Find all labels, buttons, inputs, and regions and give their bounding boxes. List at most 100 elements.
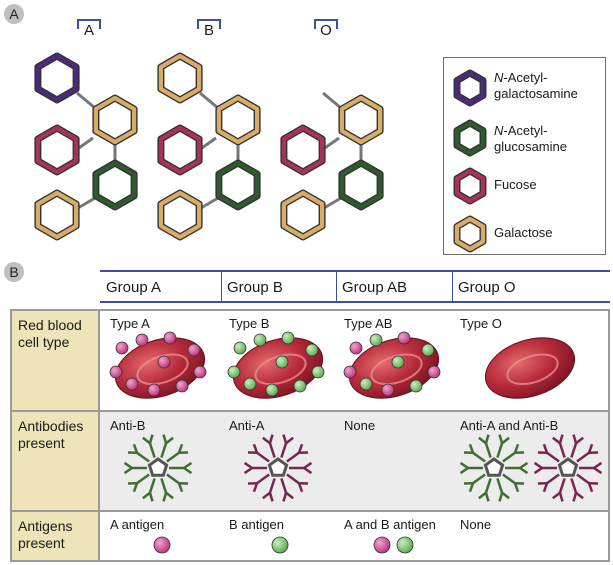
legend-label-galnac: N-Acetyl- galactosamine <box>494 70 578 102</box>
antibody-stem <box>136 451 150 463</box>
glcnac-hexagon <box>339 160 383 210</box>
group-bracket <box>314 19 338 29</box>
antibody-stem <box>472 451 486 463</box>
table-column-divider <box>98 309 100 562</box>
glycosidic-bond <box>77 196 96 210</box>
antibody-arm <box>132 482 139 493</box>
antibody-arm <box>303 461 313 470</box>
galactose-hexagon <box>158 53 202 103</box>
legend-text: -Acetyl- <box>503 123 548 138</box>
rbc-concavity <box>136 353 189 386</box>
antibody-arm <box>587 482 594 493</box>
group-label-text: O <box>320 22 332 39</box>
column-header-text: Group AB <box>342 279 408 296</box>
antibody-arm <box>513 482 520 493</box>
group-label-a: A <box>77 19 101 39</box>
antibody-arm <box>285 491 294 500</box>
galnac-legend-icon <box>454 70 486 106</box>
cell-antibodies-group-o: Anti-A and Anti-B <box>460 418 559 433</box>
glycosidic-bond <box>322 91 342 110</box>
antibody-arm <box>243 461 253 470</box>
row-header-line: Red blood <box>18 317 82 333</box>
rbc-type-o <box>484 337 576 399</box>
a-antigen-icon <box>109 365 123 379</box>
column-header-divider <box>221 272 222 301</box>
row-header-rbc: Red blood cell type <box>10 311 98 410</box>
group-label-text: A <box>83 22 94 39</box>
b-antigen-icon <box>243 377 257 391</box>
a-antigen-icon <box>135 333 149 347</box>
antibody-arm <box>519 461 529 470</box>
b-antigen-icon <box>391 355 405 369</box>
pentamer-core <box>267 457 289 477</box>
a-antigen-icon <box>115 341 129 355</box>
row-header-antigens: Antigens present <box>10 512 98 560</box>
antibody-arm <box>165 491 174 500</box>
antibody-arm <box>285 436 294 445</box>
a-antigen-icon <box>187 343 201 357</box>
antibody-stem <box>286 473 300 485</box>
antibody-stem <box>160 442 168 458</box>
group-label-b: B <box>197 19 221 39</box>
rbc-concavity <box>370 353 423 386</box>
antibody-stem <box>546 451 560 463</box>
a-antigen-icon <box>147 383 161 397</box>
antibody-arm <box>123 461 133 470</box>
a-antigen-icon <box>193 365 207 379</box>
antibody-stem <box>148 442 156 458</box>
antibody-arm <box>183 461 193 470</box>
fucose-hexagon <box>158 125 202 175</box>
pentamer-core <box>483 457 505 477</box>
fucose-hexagon <box>281 125 325 175</box>
anti-b-antibody <box>123 434 193 502</box>
legend-text-2: glucosamine <box>494 139 567 154</box>
antibody-stem <box>286 451 300 463</box>
a-antigen-icon <box>381 383 395 397</box>
antibody-arm <box>162 492 168 502</box>
legend-text-2: galactosamine <box>494 86 578 101</box>
column-header-group-b: Group B <box>221 270 336 303</box>
b-antigen-icon <box>421 343 435 357</box>
a-antigen-icon <box>427 365 441 379</box>
legend-italic: N <box>494 123 504 138</box>
legend-italic: N <box>494 70 504 85</box>
antibody-stem <box>136 473 150 485</box>
legend-label-fucose: Fucose <box>494 177 537 193</box>
column-header-divider <box>452 272 453 301</box>
column-header-group-ab: Group AB <box>336 270 452 303</box>
antibody-stem <box>570 442 578 458</box>
b-antigen-icon <box>293 379 307 393</box>
antibody-stem <box>502 451 516 463</box>
antibody-arm <box>148 492 154 502</box>
antibody-stem <box>280 478 288 494</box>
legend-swatches <box>453 69 487 253</box>
table-border-right <box>608 309 610 562</box>
antibody-arm <box>558 434 564 444</box>
glycosidic-bond <box>199 91 219 110</box>
antibody-stem <box>546 473 560 485</box>
column-header-text: Group B <box>227 279 283 296</box>
antibody-arm <box>593 466 603 475</box>
antibody-stem <box>160 478 168 494</box>
legend-label-glcnac: N-Acetyl- glucosamine <box>494 123 567 155</box>
b-antigen-icon <box>253 333 267 347</box>
antibody-arm <box>542 443 549 454</box>
glcnac-legend-icon <box>454 120 486 156</box>
galactose-legend-icon <box>454 216 486 252</box>
pentamer-core <box>147 457 169 477</box>
cell-rbc-group-ab: Type AB <box>344 316 393 331</box>
antibody-arm <box>262 491 271 500</box>
group-bracket <box>77 19 101 29</box>
antibody-stem <box>484 442 492 458</box>
glycosidic-bond <box>323 196 342 210</box>
sugar-chain-diagram <box>34 52 384 241</box>
antibody-arm <box>501 491 510 500</box>
antibody-arm <box>572 434 578 444</box>
galactose-hexagon <box>281 190 325 240</box>
anti-a-antibody <box>533 434 603 502</box>
glycosidic-bond <box>76 91 96 110</box>
antibody-arm <box>142 491 151 500</box>
glycosidic-bond <box>200 196 219 210</box>
a-antigen-icon <box>175 379 189 393</box>
antibody-arm <box>142 436 151 445</box>
